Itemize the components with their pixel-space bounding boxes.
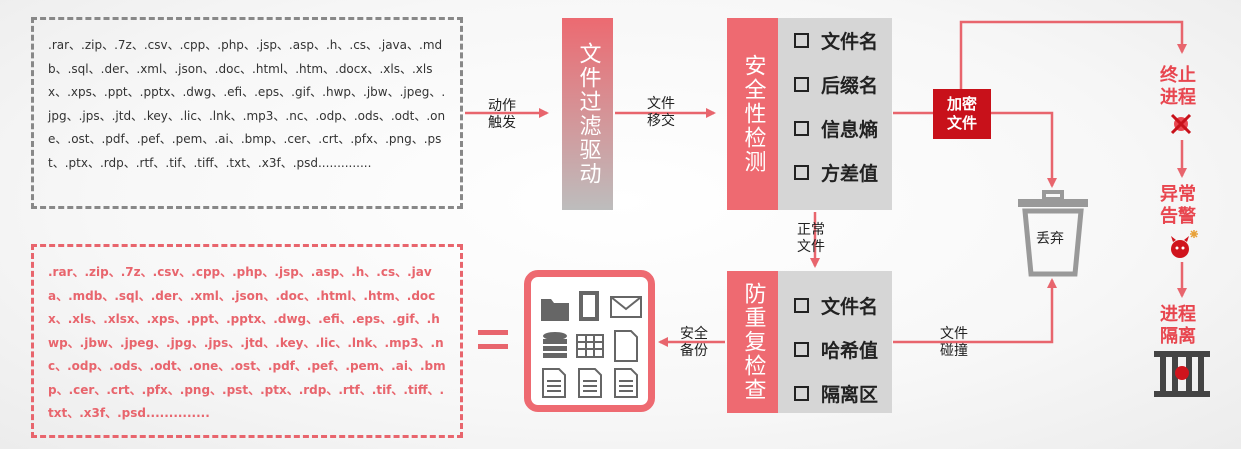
folder-icon [541,299,569,321]
equals-sign [478,330,508,358]
dedup-check-bar: 防重复检查 [727,271,778,413]
security-check-list: 文件名 后缀名 信息熵 方差值 [778,18,892,210]
document-icon [614,330,638,362]
trash-bin-icon [1018,190,1088,277]
jail-cell-icon [1154,351,1210,397]
arrow-to-terminate [959,20,1187,90]
checkbox-icon [794,76,809,92]
step-terminate-process: 终止进程 [1160,65,1196,108]
mail-icon [610,296,642,318]
label-trigger: 动作触发 [488,98,516,131]
step-alert: 异常告警 [1160,184,1196,227]
label-collision: 文件碰撞 [940,326,968,359]
text-doc-icon [578,368,602,398]
text-doc-icon [614,368,638,398]
dedup-item: 隔离区 [794,371,892,415]
checkbox-icon [794,32,809,48]
label-move: 文件移交 [647,96,675,129]
label-discard: 丢弃 [1036,231,1064,247]
backup-vault [524,270,655,412]
dedup-item: 哈希值 [794,327,892,371]
terminate-x-icon [1170,113,1192,135]
file-filter-driver-bar: 文件过滤驱动 [562,18,613,210]
monitored-extensions-text: .rar、.zip、.7z、.csv、.cpp、.php、.jsp、.asp、.… [48,38,446,170]
alert-devil-icon [1171,230,1198,258]
label-backup: 安全备份 [680,326,708,359]
monitored-extensions-box: .rar、.zip、.7z、.csv、.cpp、.php、.jsp、.asp、.… [31,17,463,209]
security-item: 后缀名 [794,62,892,106]
film-icon [579,291,599,321]
checkbox-icon [794,120,809,136]
checkbox-icon [794,385,809,401]
security-check-bar: 安全性检测 [727,18,778,210]
text-doc-icon [542,368,566,398]
backup-extensions-box: .rar、.zip、.7z、.csv、.cpp、.php、.jsp、.asp、.… [31,244,463,438]
security-item: 方差值 [794,150,892,194]
arrow-collision [893,278,1057,344]
database-icon [543,332,567,358]
security-item: 文件名 [794,18,892,62]
dedup-check-list: 文件名 哈希值 隔离区 [778,271,892,413]
security-item: 信息熵 [794,106,892,150]
checkbox-icon [794,297,809,313]
step-isolate-process: 进程隔离 [1160,304,1196,347]
checkbox-icon [794,341,809,357]
encrypted-file-badge: 加密文件 [933,89,991,139]
dedup-item: 文件名 [794,283,892,327]
checkbox-icon [794,164,809,180]
label-normal: 正常文件 [797,222,825,255]
backup-file-types-grid [541,291,642,398]
backup-extensions-text: .rar、.zip、.7z、.csv、.cpp、.php、.jsp、.asp、.… [48,265,446,420]
table-icon [576,334,604,358]
